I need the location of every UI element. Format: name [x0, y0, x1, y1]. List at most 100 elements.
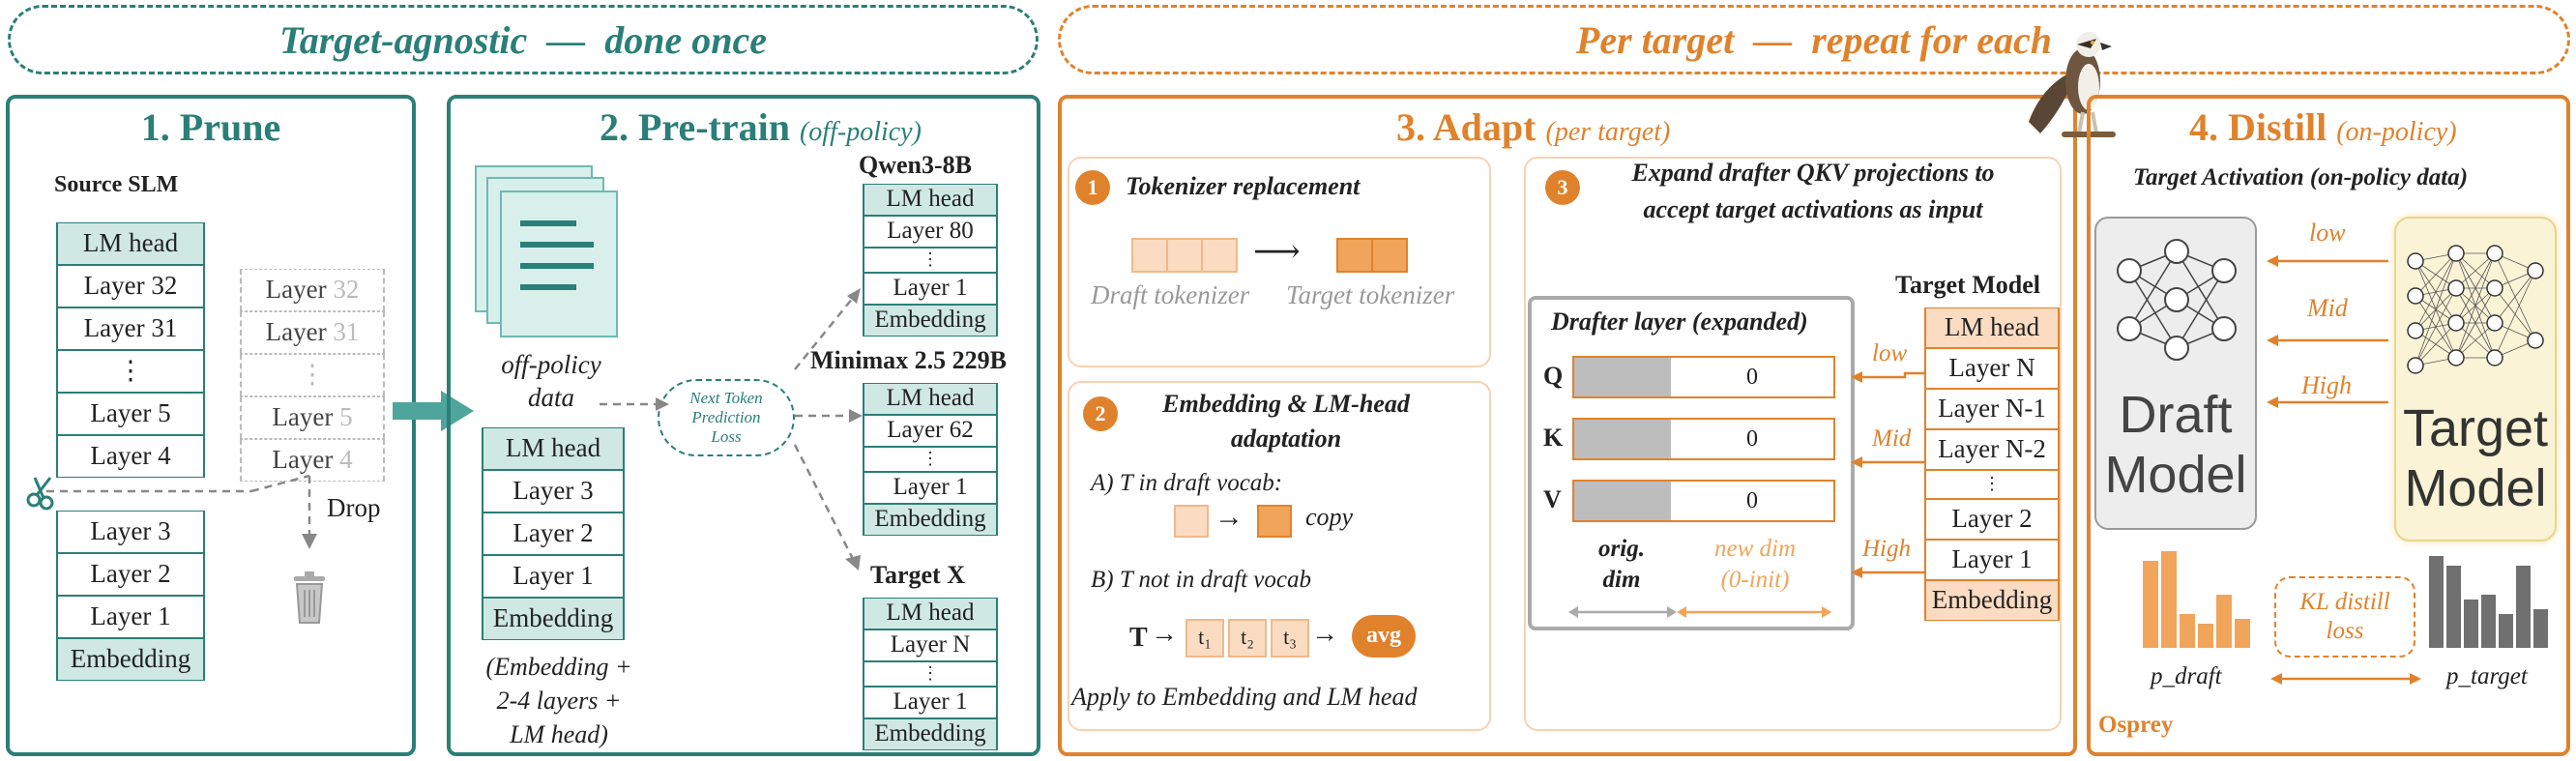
layer-cell: Layer N	[1924, 348, 2060, 389]
prune-title: 1. Prune	[140, 105, 281, 149]
source-slm-label: Source SLM	[54, 172, 179, 197]
target-network-icon	[2407, 245, 2544, 374]
layer-cell: Layer 1	[863, 273, 998, 305]
layer-cell: ⋮	[56, 350, 205, 393]
pretrain-title-note: (off-policy)	[799, 117, 922, 147]
trash-icon	[294, 571, 325, 624]
apply-label: Apply to Embedding and LM head	[1071, 683, 1418, 711]
dropped-layer-word: Layer	[272, 402, 340, 431]
layer-cell: LM head	[863, 598, 998, 629]
layer-cell: Embedding	[56, 638, 205, 681]
dropped-layer-number: ⋮	[299, 360, 326, 389]
layer-cell: LM head	[1924, 307, 2060, 348]
prediction-loss-label: Next Token Prediction Loss	[689, 389, 763, 446]
prune-cut-graphics	[46, 474, 317, 549]
tokenizer-replacement-title: Tokenizer replacement	[1126, 172, 1361, 200]
dropped-layer-word: Layer	[272, 445, 340, 474]
avg-arrow: →	[1311, 619, 1338, 649]
orig-dim-label: orig. dim	[1598, 536, 1645, 593]
adapt-level-low: low	[1872, 340, 1908, 366]
layer-cell: LM head	[482, 427, 625, 470]
subtoken: t₃	[1271, 619, 1309, 658]
token-t-label: T	[1129, 623, 1148, 653]
distill-title-note: (on-policy)	[2336, 117, 2457, 147]
distill-panel	[2087, 95, 2570, 756]
kl-loss-label: KL distill loss	[2299, 589, 2390, 644]
v-projection-bar: 0	[1572, 480, 1835, 522]
token-t-arrow: →	[1151, 619, 1178, 649]
layer-cell: Layer 62	[863, 415, 998, 447]
distribution-bar	[2198, 624, 2213, 648]
scissors-icon	[26, 477, 54, 511]
distribution-bar	[2429, 556, 2444, 648]
layer-cell: Embedding	[863, 305, 998, 337]
draft-tokenizer-icon	[1131, 238, 1238, 273]
layer-cell: Layer 1	[863, 687, 998, 718]
adapt-level-high: High	[1862, 536, 1911, 562]
adapt-target-model-label: Target Model	[1895, 271, 2040, 299]
dimension-arrows	[1568, 606, 1831, 618]
q-label: Q	[1543, 362, 1564, 390]
layer-cell: Layer 32	[56, 265, 205, 307]
adapt-title-note: (per target)	[1545, 117, 1671, 147]
per-target-banner-label: Per target — repeat for each	[1575, 17, 2053, 62]
target-name-x: Target X	[870, 561, 965, 589]
layer-cell: Layer 3	[482, 470, 625, 512]
copy-arrow: →	[1215, 501, 1244, 533]
offpolicy-data-label: off-policy data	[501, 350, 601, 412]
layer-cell: Layer 2	[56, 553, 205, 596]
copy-source-token	[1174, 505, 1209, 538]
target-agnostic-banner-label: Target-agnostic — done once	[278, 17, 768, 62]
draft-network-icon	[2117, 239, 2237, 361]
kl-loss-box: KL distill loss	[2274, 576, 2415, 658]
distribution-bar	[2216, 595, 2232, 648]
layer-cell: ⋮	[863, 661, 998, 687]
source-slm-stack-bottom: Layer 3 Layer 2 Layer 1 Embedding	[56, 511, 205, 681]
prediction-loss-ellipse: Next Token Prediction Loss	[658, 379, 795, 456]
adapt-level-mid: Mid	[1872, 425, 1912, 452]
embedding-adaptation-title: Embedding & LM-head adaptation	[1162, 390, 1410, 453]
case-a-label: A) T in draft vocab:	[1091, 470, 1283, 496]
target-x-stack: LM head Layer N ⋮ Layer 1 Embedding	[863, 598, 998, 750]
embedding-adaptation-box	[1068, 381, 1491, 731]
k-new-dim-value: 0	[1746, 426, 1758, 452]
distribution-bar	[2499, 614, 2513, 648]
qwen-stack: LM head Layer 80 ⋮ Layer 1 Embedding	[863, 184, 998, 337]
layer-cell: Layer 2	[482, 512, 625, 555]
dropped-layer-number: 5	[339, 402, 353, 431]
target-name-minimax: Minimax 2.5 229B	[810, 346, 1007, 374]
dropped-layer-number: 31	[333, 317, 360, 346]
adapt-panel	[1058, 95, 2077, 756]
layer-cell: Layer 1	[56, 596, 205, 638]
distribution-bar	[2235, 619, 2250, 648]
dropped-layer-cell: Layer 5	[240, 396, 385, 439]
prune-panel	[6, 95, 416, 756]
layer-cell: Embedding	[863, 504, 998, 536]
distribution-bar	[2143, 561, 2158, 648]
layer-cell: Layer 31	[56, 307, 205, 350]
dropped-layer-number: 4	[339, 445, 353, 474]
dropped-layer-word: Layer	[265, 275, 334, 304]
target-tokenizer-icon	[1336, 238, 1408, 273]
distill-level-low: low	[2309, 219, 2346, 247]
layer-cell: Layer 3	[56, 511, 205, 553]
distill-level-high: High	[2301, 371, 2352, 399]
layer-cell: Layer 2	[1924, 499, 2060, 540]
dropped-layer-word: Layer	[265, 317, 334, 346]
v-label: V	[1543, 485, 1562, 513]
step-number-2: 2	[1083, 396, 1118, 431]
target-agnostic-banner: Target-agnostic — done once	[8, 5, 1039, 74]
case-b-label: B) T not in draft vocab	[1091, 567, 1312, 593]
v-new-dim-value: 0	[1746, 488, 1758, 513]
dropped-layer-cell: Layer 4	[240, 439, 385, 482]
target-activation-label: Target Activation (on-policy data)	[2133, 164, 2469, 190]
layer-cell: Layer 4	[56, 435, 205, 478]
target-name-qwen: Qwen3-8B	[859, 151, 972, 179]
distribution-bar	[2533, 609, 2548, 648]
layer-cell: ⋮	[863, 447, 998, 472]
layer-cell: Layer 5	[56, 393, 205, 435]
target-model-label: Target Model	[2402, 399, 2549, 517]
dropped-layer-cell: Layer 31	[240, 311, 385, 354]
minimax-stack: LM head Layer 62 ⋮ Layer 1 Embedding	[863, 383, 998, 536]
source-slm-stack-top: LM head Layer 32 Layer 31 ⋮ Layer 5 Laye…	[56, 222, 205, 478]
